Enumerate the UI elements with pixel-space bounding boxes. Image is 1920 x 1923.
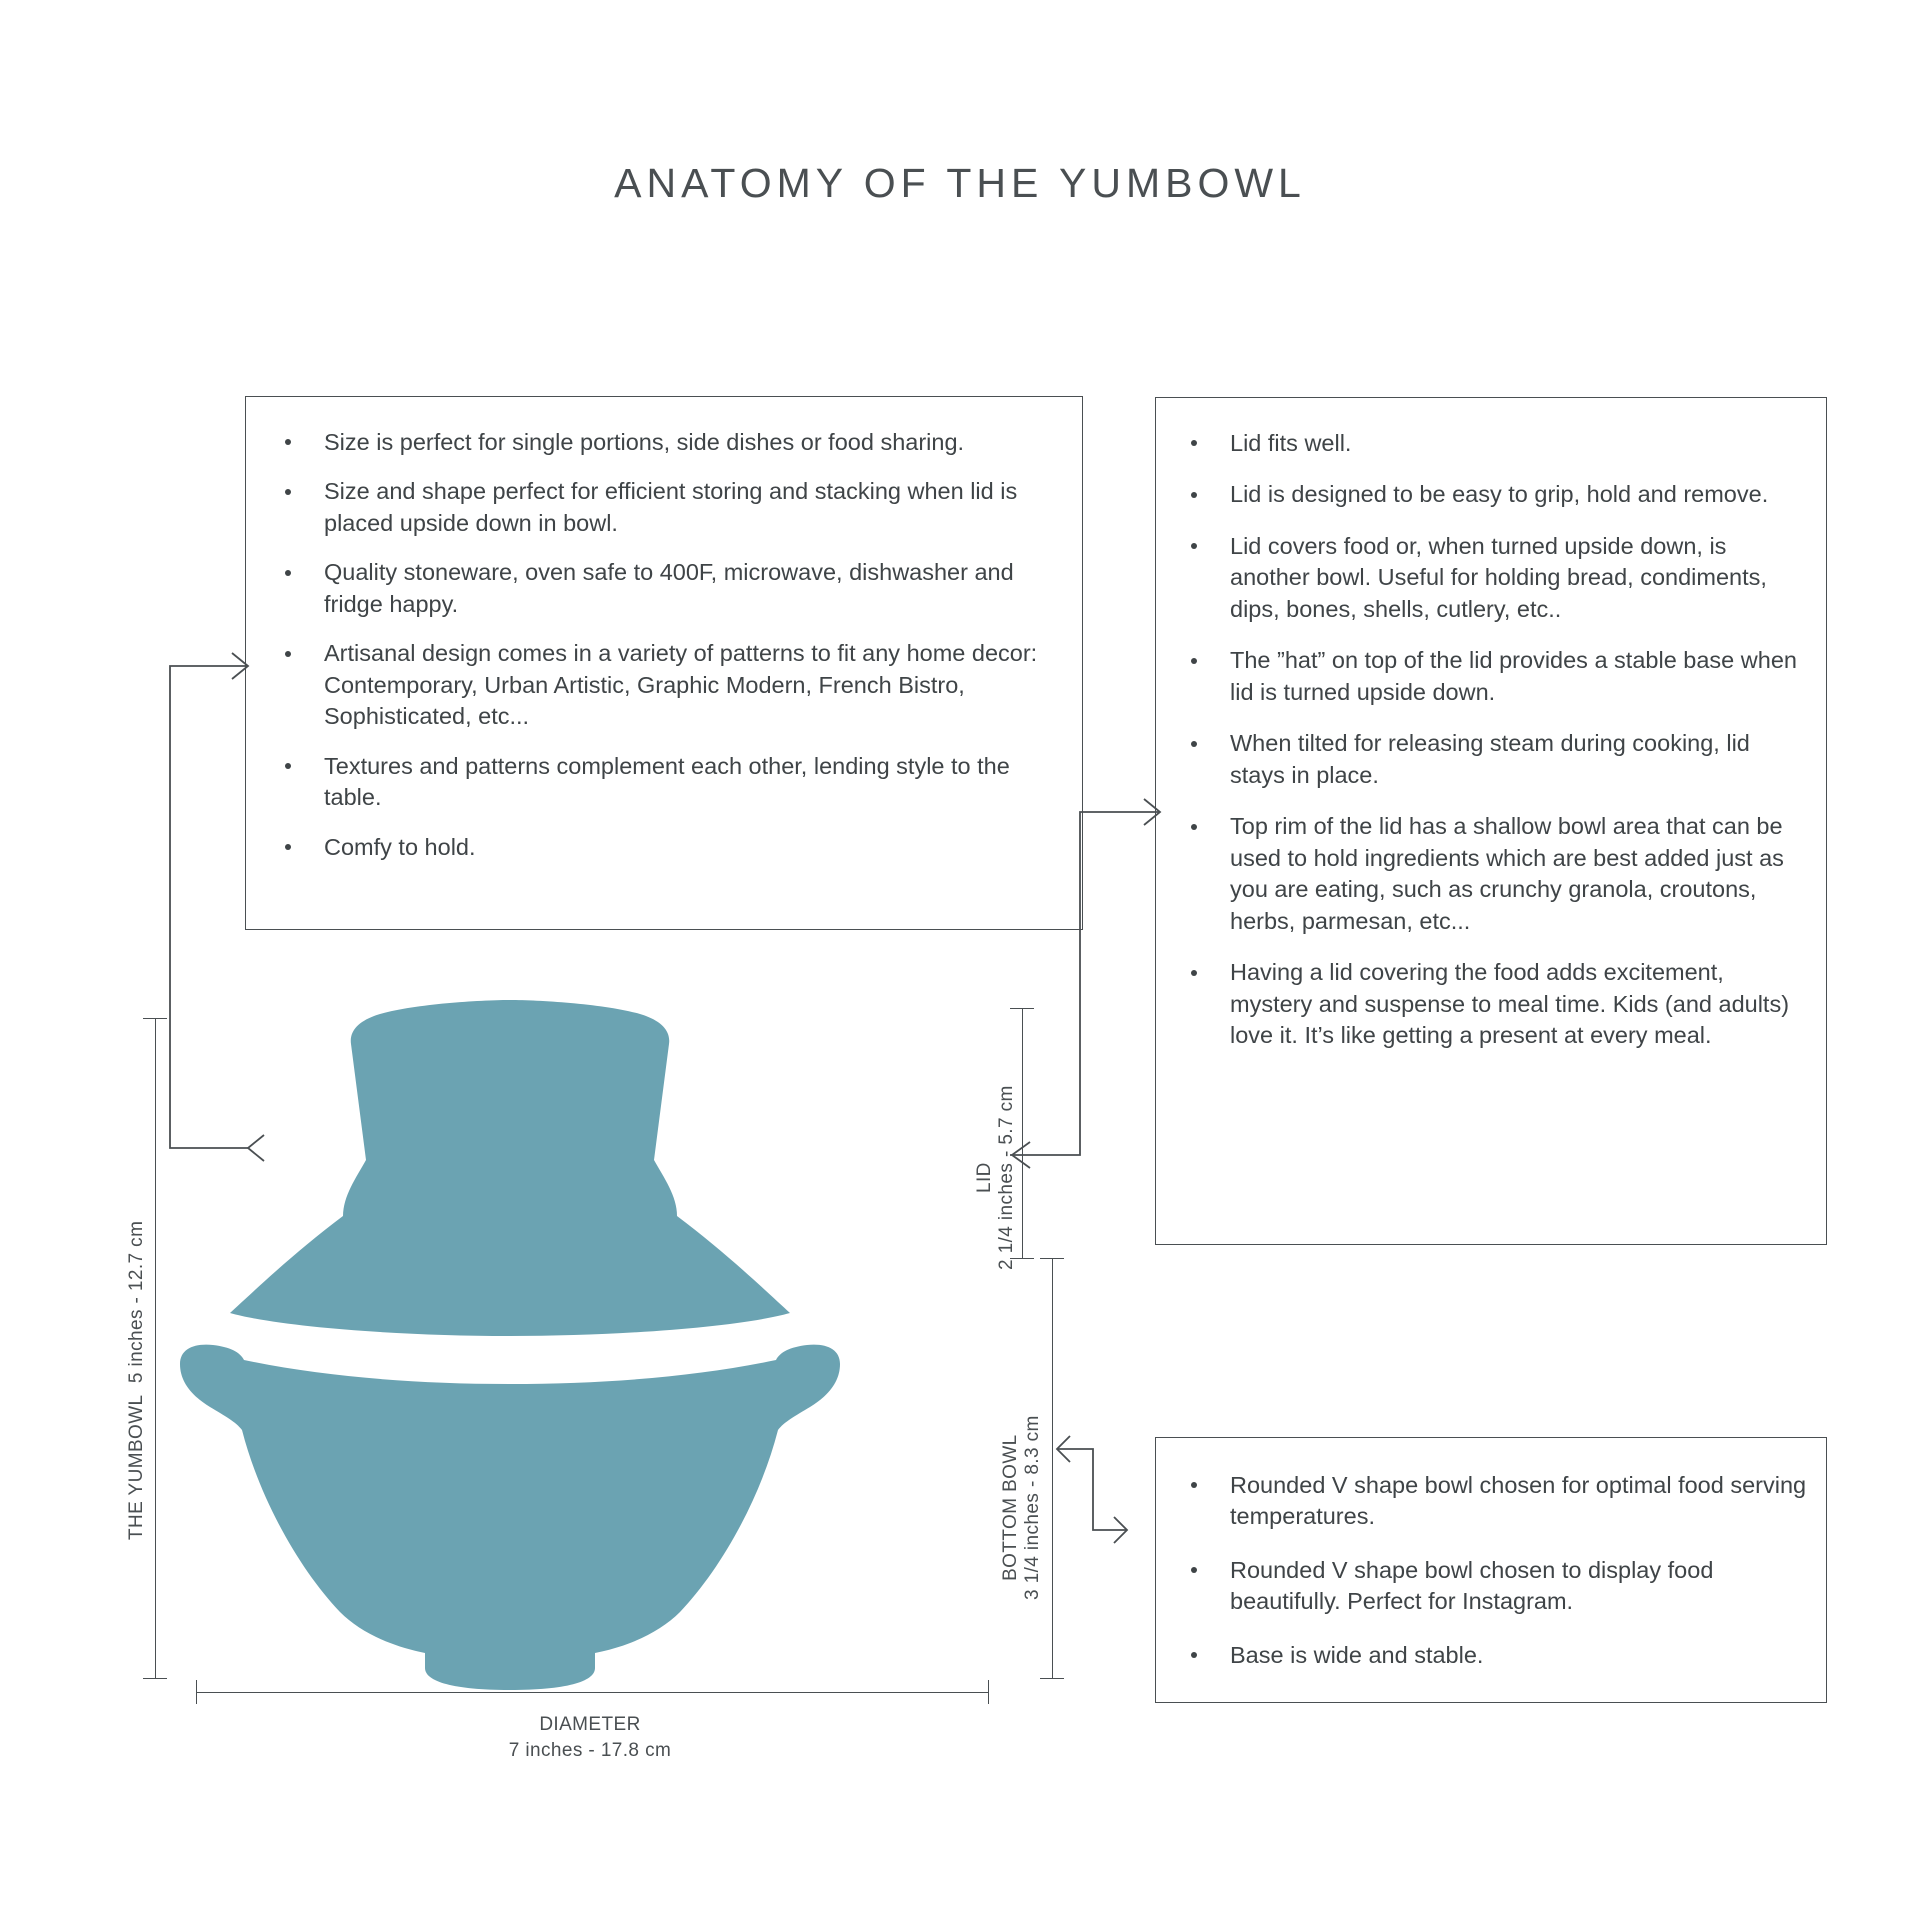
- bullet-text: Rounded V shape bowl chosen for optimal …: [1230, 1472, 1807, 1530]
- connector-lid-arrowhead: [1010, 1141, 1031, 1169]
- dimension-line-diameter: [196, 1692, 988, 1693]
- bullet-text: Quality stoneware, oven safe to 400F, mi…: [324, 559, 1014, 617]
- list-item: When tilted for releasing steam during c…: [1164, 728, 1808, 791]
- bullet-dot-icon: [285, 439, 291, 446]
- list-item: Lid is designed to be easy to grip, hold…: [1164, 479, 1808, 510]
- list-item: Having a lid covering the food adds exci…: [1164, 957, 1808, 1051]
- list-item: Artisanal design comes in a variety of p…: [258, 638, 1060, 732]
- connector-lid: [1010, 798, 1162, 1156]
- bullet-dot-icon: [1191, 823, 1197, 830]
- bullet-dot-icon: [1191, 969, 1197, 976]
- bullet-dot-icon: [285, 488, 291, 495]
- bullet-text: Rounded V shape bowl chosen to display f…: [1230, 1556, 1714, 1615]
- bullet-dot-icon: [1191, 440, 1197, 447]
- list-item: Size and shape perfect for efficient sto…: [258, 476, 1060, 539]
- bullet-text: Lid fits well.: [1230, 430, 1352, 456]
- bullet-text: When tilted for releasing steam during c…: [1230, 730, 1750, 788]
- dimension-tick-diameter-right: [988, 1680, 989, 1704]
- bullet-dot-icon: [285, 650, 291, 657]
- dimension-tick-lid-top: [1010, 1008, 1034, 1009]
- bullet-text: Lid is designed to be easy to grip, hold…: [1230, 481, 1769, 508]
- list-item: The ”hat” on top of the lid provides a s…: [1164, 645, 1808, 708]
- dimension-tick-bottom: [143, 1678, 167, 1679]
- page-title: ANATOMY OF THE YUMBOWL: [614, 160, 1306, 206]
- bowl-body-shape: [180, 1344, 840, 1690]
- dimension-line-bottom-bowl-height: [1052, 1258, 1053, 1678]
- yumbowl-illustration: [180, 1000, 840, 1690]
- dimension-tick-lid-bottom: [1010, 1258, 1034, 1259]
- bullet-dot-icon: [285, 569, 291, 576]
- bullet-text: The ”hat” on top of the lid provides a s…: [1230, 647, 1797, 705]
- connector-bottom-bowl: [1055, 1435, 1129, 1544]
- list-item: Quality stoneware, oven safe to 400F, mi…: [258, 557, 1060, 620]
- bullet-text: Textures and patterns complement each ot…: [324, 752, 1010, 811]
- bullet-text: Size and shape perfect for efficient sto…: [324, 478, 1018, 536]
- list-item: Top rim of the lid has a shallow bowl ar…: [1164, 811, 1808, 937]
- dimension-label-lid-value: 2 1/4 inches - 5.7 cm: [996, 1085, 1018, 1270]
- list-item: Base is wide and stable.: [1164, 1640, 1808, 1671]
- dimension-label-lid-title: LID: [974, 1162, 995, 1194]
- dimension-label-lid: LID 2 1/4 inches - 5.7 cm: [974, 1085, 1019, 1270]
- lid-features-box: Lid fits well. Lid is designed to be eas…: [1155, 397, 1827, 1245]
- bullet-dot-icon: [285, 844, 291, 851]
- lid-bullet-list: Lid fits well. Lid is designed to be eas…: [1164, 428, 1808, 1052]
- dimension-label-bottom-value: 3 1/4 inches - 8.3 cm: [1022, 1415, 1044, 1600]
- dimension-tick-bottom-top: [1040, 1258, 1064, 1259]
- dimension-tick-top: [143, 1018, 167, 1019]
- dimension-label-overall-text: THE YUMBOWL 5 inches - 12.7 cm: [126, 1220, 147, 1540]
- dimension-label-diameter-title: DIAMETER: [539, 1714, 641, 1735]
- bullet-text: Base is wide and stable.: [1230, 1641, 1484, 1668]
- bullet-dot-icon: [1191, 491, 1197, 498]
- dimension-label-diameter: DIAMETER 7 inches - 17.8 cm: [180, 1712, 1000, 1763]
- yumbowl-features-box: Size is perfect for single portions, sid…: [245, 396, 1083, 930]
- dimension-label-bottom-title: BOTTOM BOWL: [1000, 1434, 1021, 1581]
- list-item: Rounded V shape bowl chosen to display f…: [1164, 1555, 1808, 1618]
- dimension-label-overall: THE YUMBOWL 5 inches - 12.7 cm: [126, 1221, 148, 1540]
- dimension-tick-diameter-left: [196, 1680, 197, 1704]
- yumbowl-bullet-list: Size is perfect for single portions, sid…: [258, 427, 1060, 863]
- bullet-text: Having a lid covering the food adds exci…: [1230, 959, 1790, 1049]
- bullet-dot-icon: [1191, 657, 1197, 664]
- bullet-dot-icon: [1191, 543, 1197, 550]
- bullet-dot-icon: [1191, 1567, 1197, 1574]
- bottom-bowl-bullet-list: Rounded V shape bowl chosen for optimal …: [1164, 1470, 1808, 1671]
- lid-shape: [230, 1000, 790, 1336]
- list-item: Rounded V shape bowl chosen for optimal …: [1164, 1470, 1808, 1533]
- bullet-dot-icon: [285, 763, 291, 770]
- dimension-line-lid-height: [1022, 1008, 1023, 1258]
- bottom-bowl-features-box: Rounded V shape bowl chosen for optimal …: [1155, 1437, 1827, 1703]
- list-item: Size is perfect for single portions, sid…: [258, 427, 1060, 458]
- bullet-text: Top rim of the lid has a shallow bowl ar…: [1230, 813, 1784, 934]
- dimension-label-diameter-value: 7 inches - 17.8 cm: [508, 1739, 672, 1761]
- list-item: Textures and patterns complement each ot…: [258, 751, 1060, 814]
- bullet-text: Size is perfect for single portions, sid…: [324, 429, 965, 455]
- dimension-label-bottom-bowl: BOTTOM BOWL 3 1/4 inches - 8.3 cm: [1000, 1415, 1045, 1600]
- bullet-text: Lid covers food or, when turned upside d…: [1230, 532, 1767, 622]
- bullet-dot-icon: [1191, 740, 1197, 747]
- dimension-line-overall-height: [155, 1018, 156, 1678]
- bullet-text: Comfy to hold.: [324, 833, 476, 860]
- list-item: Lid fits well.: [1164, 428, 1808, 459]
- bullet-dot-icon: [1191, 1482, 1197, 1489]
- bullet-dot-icon: [1191, 1652, 1197, 1659]
- dimension-tick-bottom-bottom: [1040, 1678, 1064, 1679]
- list-item: Comfy to hold.: [258, 832, 1060, 863]
- bullet-text: Artisanal design comes in a variety of p…: [324, 640, 1038, 730]
- list-item: Lid covers food or, when turned upside d…: [1164, 531, 1808, 625]
- connector-yumbowl: [169, 652, 265, 1162]
